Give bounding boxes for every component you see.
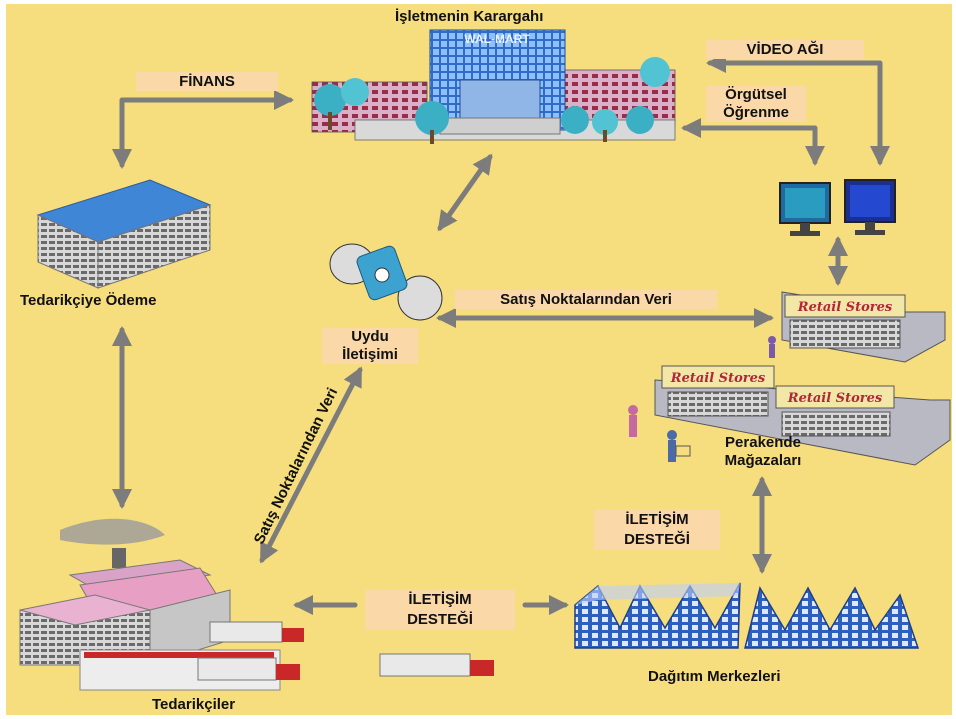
label-uydu-line1: Uydu [322,328,418,346]
label-payment-to-supplier: Tedarikçiye Ödeme [20,292,156,310]
label-iletisim-bottom-line2: DESTEĞİ [365,610,515,630]
label-communication-support-bottom: İLETİŞİM DESTEĞİ [365,590,515,630]
store-sign-1: Retail Stores [797,300,893,315]
label-perakende-line2: Mağazaları [708,452,818,470]
label-satis-horizontal: Satış Noktalarından Veri [455,290,717,309]
hq-sign: WAL-MART [464,32,530,46]
label-iletisim-right-line1: İLETİŞİM [594,510,720,530]
label-iletisim-bottom-line1: İLETİŞİM [365,590,515,610]
label-distribution-centers: Dağıtım Merkezleri [648,668,781,686]
label-iletisim-right-line2: DESTEĞİ [594,530,720,550]
label-orgutsel-line1: Örgütsel [706,86,806,104]
label-video-network: VİDEO AĞI [706,40,864,59]
label-perakende-line1: Perakende [708,434,818,452]
store-sign-3: Retail Stores [787,391,883,406]
label-retail-stores: Perakende Mağazaları [708,434,818,470]
label-organizational-learning: Örgütsel Öğrenme [706,86,806,122]
store-sign-2: Retail Stores [670,371,766,386]
label-orgutsel-line2: Öğrenme [706,104,806,122]
label-suppliers: Tedarikçiler [152,696,235,714]
label-communication-support-right: İLETİŞİM DESTEĞİ [594,510,720,550]
label-uydu-line2: İletişimi [322,346,418,364]
page-title: İşletmenin Karargahı [395,8,543,26]
label-finans: FİNANS [136,72,278,91]
label-satellite: Uydu İletişimi [322,328,418,364]
